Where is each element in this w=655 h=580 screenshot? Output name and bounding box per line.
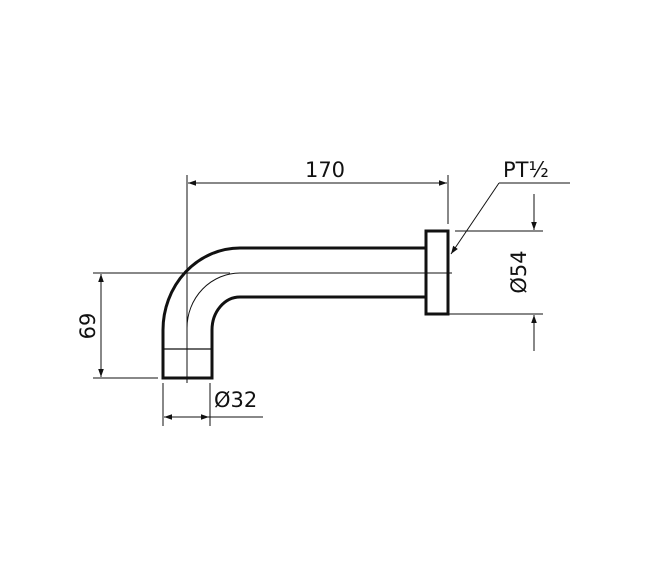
dimension-170 [188, 175, 449, 224]
thread-label: PT½ [503, 158, 549, 182]
height-label: 69 [76, 313, 100, 340]
flange-diameter-label: Ø54 [507, 250, 531, 293]
length-label: 170 [305, 158, 345, 182]
thread-leader [450, 182, 570, 255]
dimension-69 [93, 274, 158, 379]
dimension-32 [162, 383, 263, 426]
centerlines [93, 175, 452, 383]
dimension-54 [448, 194, 543, 351]
pipe-diameter-label: Ø32 [214, 388, 257, 412]
spout-outline [161, 229, 450, 380]
